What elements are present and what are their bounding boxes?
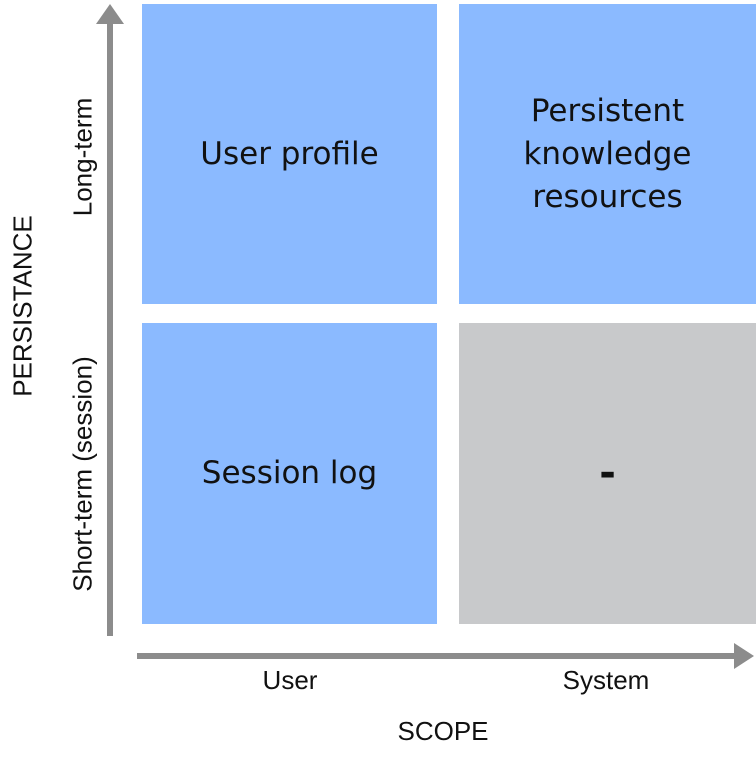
cell-label: Session log <box>201 455 378 491</box>
cell-user-short-term: Session log <box>142 323 437 624</box>
x-category-user: User <box>262 665 318 695</box>
y-axis-arrowhead <box>96 4 124 24</box>
y-category-long-term: Long-term <box>67 97 98 217</box>
cell-label: User profile <box>200 135 379 172</box>
x-axis-title: SCOPE <box>397 716 489 746</box>
y-category-short-term: Short-term (session) <box>67 356 98 592</box>
x-axis-arrowhead <box>734 643 754 669</box>
cell-system-long-term: Persistent knowledge resources <box>459 4 756 304</box>
cell-label: - <box>599 450 616 496</box>
cell-user-long-term: User profile <box>142 4 437 304</box>
cell-label: Persistent knowledge resources <box>523 92 692 215</box>
cell-system-short-term: - <box>459 323 756 624</box>
y-axis-title: PERSISTANCE <box>7 215 38 397</box>
x-category-system: System <box>562 665 650 695</box>
